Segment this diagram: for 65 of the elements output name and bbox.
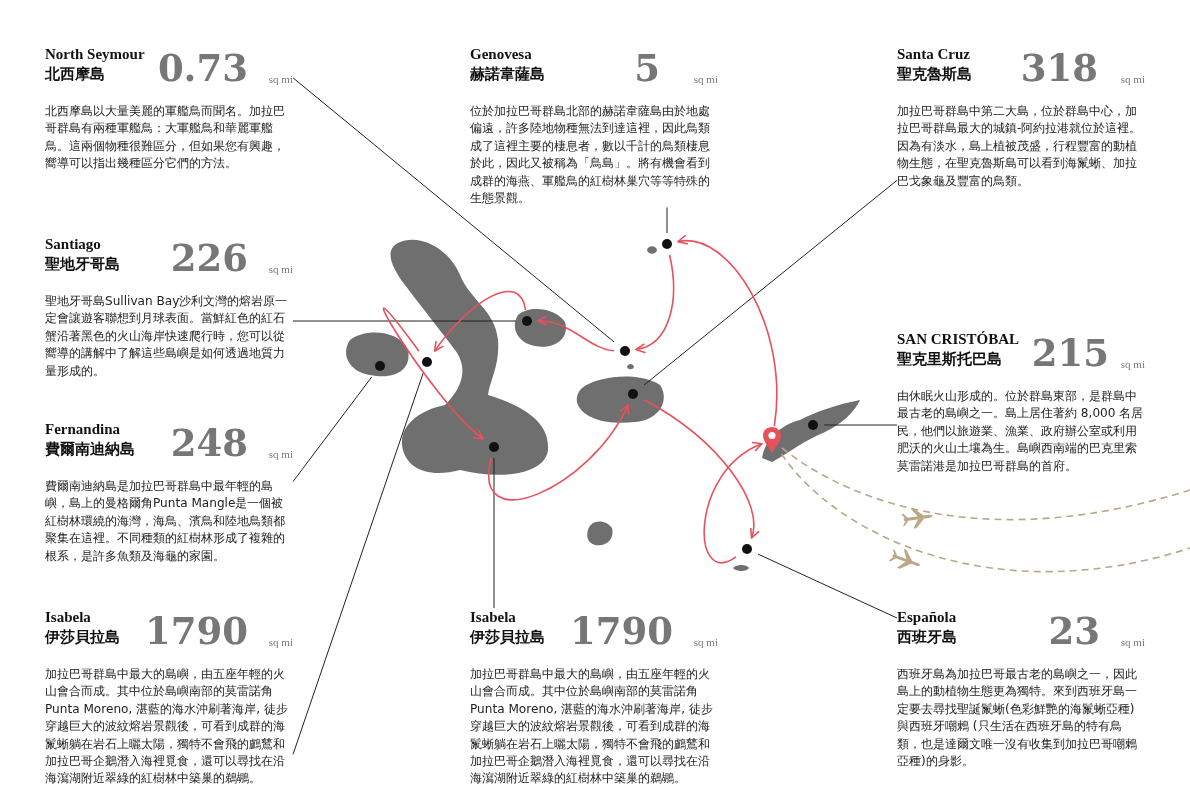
description: 加拉巴哥群島中第二大島，位於群島中心，加拉巴哥群島最大的城鎮-阿約拉港就位於這裡。因為有淡水，島上植被茂盛，行程豐富的動植物生態，在聖克魯斯島可以看到海鬣蜥、加拉巴戈象龜及豐富的鳥類。: [897, 103, 1143, 190]
unit-label: sq mi: [268, 73, 293, 85]
description: 北西摩島以大量美麗的軍艦鳥而聞名。加拉巴哥群島有兩種軍艦鳥：大軍艦鳥和華麗軍艦鳥。這兩個物種很難區分，但如果您有興趣，嚮導可以指出幾種區分它們的方法。: [45, 103, 286, 173]
route-arrow: [635, 254, 675, 353]
leader-line: [757, 553, 898, 619]
island-name: Santa Cruz: [897, 45, 970, 64]
route-arrow: [487, 404, 629, 501]
area-value: 1790: [570, 611, 673, 651]
area-value: 215: [1031, 333, 1109, 373]
area-value: 0.73: [157, 48, 248, 88]
description: 加拉巴哥群島中最大的島嶼，由五座年輕的火山會合而成。其中位於島嶼南部的莫雷諾角Punta Moreno, 湛藍的海水沖刷著海岸, 徒步穿越巨大的波紋熔岩景觀後，可看到成群的海鬣蜥躺在岩石上曬太陽，獨特不會飛的鸕鶿和加拉巴哥企鵝潛入海裡覓食，還可以尋找在沿海瀉湖附近翠綠的紅樹林中築巢的鵜鶘。: [45, 666, 289, 788]
description: 由休眠火山形成的。位於群島東部，是群島中最古老的島嶼之一。島上居住著約 8,000 名居民，他們以旅遊業、漁業、政府辦公室或利用肥沃的火山土壤為生。島嶼西南端的巴克里索莫雷諾港是加拉巴哥群島的首府。: [897, 388, 1145, 475]
island-name: Fernandina: [45, 420, 120, 439]
unit-label: sq mi: [268, 263, 293, 275]
area-value: 248: [170, 423, 248, 463]
flight-path: [780, 453, 1190, 573]
area-value: 226: [170, 238, 248, 278]
island-name: Santiago: [45, 235, 101, 254]
leader-line: [823, 424, 898, 426]
route-arrow: [677, 235, 778, 427]
description: 費爾南迪納島是加拉巴哥群島中最年輕的島嶼，島上的曼格爾角Punta Mangle是一個被紅樹林環繞的海灣，海鳥、濱鳥和陸地鳥類都聚集在這裡。不同種類的紅樹林形成了複雜的根系，是許多魚類及海龜的家園。: [45, 478, 286, 565]
island-name: North Seymour: [45, 45, 145, 64]
island-name: 西班牙島: [897, 628, 957, 647]
leader-line: [643, 179, 898, 386]
island-name: Isabela: [45, 608, 91, 627]
island-name: 聖克魯斯島: [897, 65, 972, 84]
island-name: 聖地牙哥島: [45, 255, 120, 274]
island-name: 費爾南迪納島: [45, 440, 135, 459]
unit-label: sq mi: [693, 636, 718, 648]
route-arrow: [383, 307, 484, 440]
unit-label: sq mi: [1120, 636, 1145, 648]
island-name: Isabela: [470, 608, 516, 627]
route-arrow: [703, 442, 763, 563]
island-name: 伊莎貝拉島: [470, 628, 545, 647]
leader-line: [292, 77, 615, 343]
route-arrow: [643, 399, 759, 539]
island-name: Española: [897, 608, 957, 627]
island-name: SAN CRISTÓBAL: [897, 330, 1020, 349]
leader-line: [292, 376, 373, 483]
description: 位於加拉巴哥群島北部的赫諾韋薩島由於地處偏遠，許多陸地物種無法到達這裡，因此鳥類成了這裡主要的棲息者，數以千計的鳥類棲息於此，因此又被稱為「鳥島」。將有機會看到成群的海燕、軍艦鳥的紅樹林巢穴等等特殊的生態景觀。: [470, 103, 711, 208]
area-value: 1790: [145, 611, 248, 651]
unit-label: sq mi: [1120, 358, 1145, 370]
route-arrow: [433, 290, 527, 352]
leader-line: [292, 372, 424, 755]
unit-label: sq mi: [268, 636, 293, 648]
unit-label: sq mi: [1120, 73, 1145, 85]
island-name: 伊莎貝拉島: [45, 628, 120, 647]
area-value: 5: [634, 48, 660, 88]
flight-path: [781, 447, 1190, 521]
area-value: 318: [1020, 48, 1098, 88]
leader-line: [666, 206, 668, 234]
description: 加拉巴哥群島中最大的島嶼，由五座年輕的火山會合而成。其中位於島嶼南部的莫雷諾角Punta Moreno, 湛藍的海水沖刷著海岸, 徒步穿越巨大的波紋熔岩景觀後，可看到成群的海鬣蜥躺在岩石上曬太陽，獨特不會飛的鸕鶿和加拉巴哥企鵝潛入海裡覓食，還可以尋找在沿海瀉湖附近翠綠的紅樹林中築巢的鵜鶘。: [470, 666, 714, 788]
island-name: Genovesa: [470, 45, 532, 64]
island-name: 聖克里斯托巴島: [897, 350, 1002, 369]
island-name: 赫諾韋薩島: [470, 65, 545, 84]
description: 西班牙島為加拉巴哥最古老的島嶼之一，因此島上的動植物生態更為獨特。來到西班牙島一定要去尋找聖誕鬣蜥(色彩鮮艷的海鬣蜥亞種)與西班牙嘲鶇 (只生活在西班牙島的特有鳥類，也是達爾文唯一沒有收集到加拉巴哥嘲鶇亞種)的身影。: [897, 666, 1138, 771]
unit-label: sq mi: [693, 73, 718, 85]
map-pin-icon: [762, 426, 782, 454]
leader-line: [493, 457, 495, 609]
unit-label: sq mi: [268, 448, 293, 460]
area-value: 23: [1048, 611, 1100, 651]
island-name: 北西摩島: [45, 65, 105, 84]
description: 聖地牙哥島Sullivan Bay沙利文灣的熔岩原一定會讓遊客聯想到月球表面。當鮮紅色的紅石蟹沿著黑色的火山海岸快速爬行時，您可以從嚮導的講解中了解這些島嶼是如何透過地質力量形成的。: [45, 293, 289, 380]
leader-line: [292, 320, 517, 322]
route-arrow: [537, 315, 615, 352]
